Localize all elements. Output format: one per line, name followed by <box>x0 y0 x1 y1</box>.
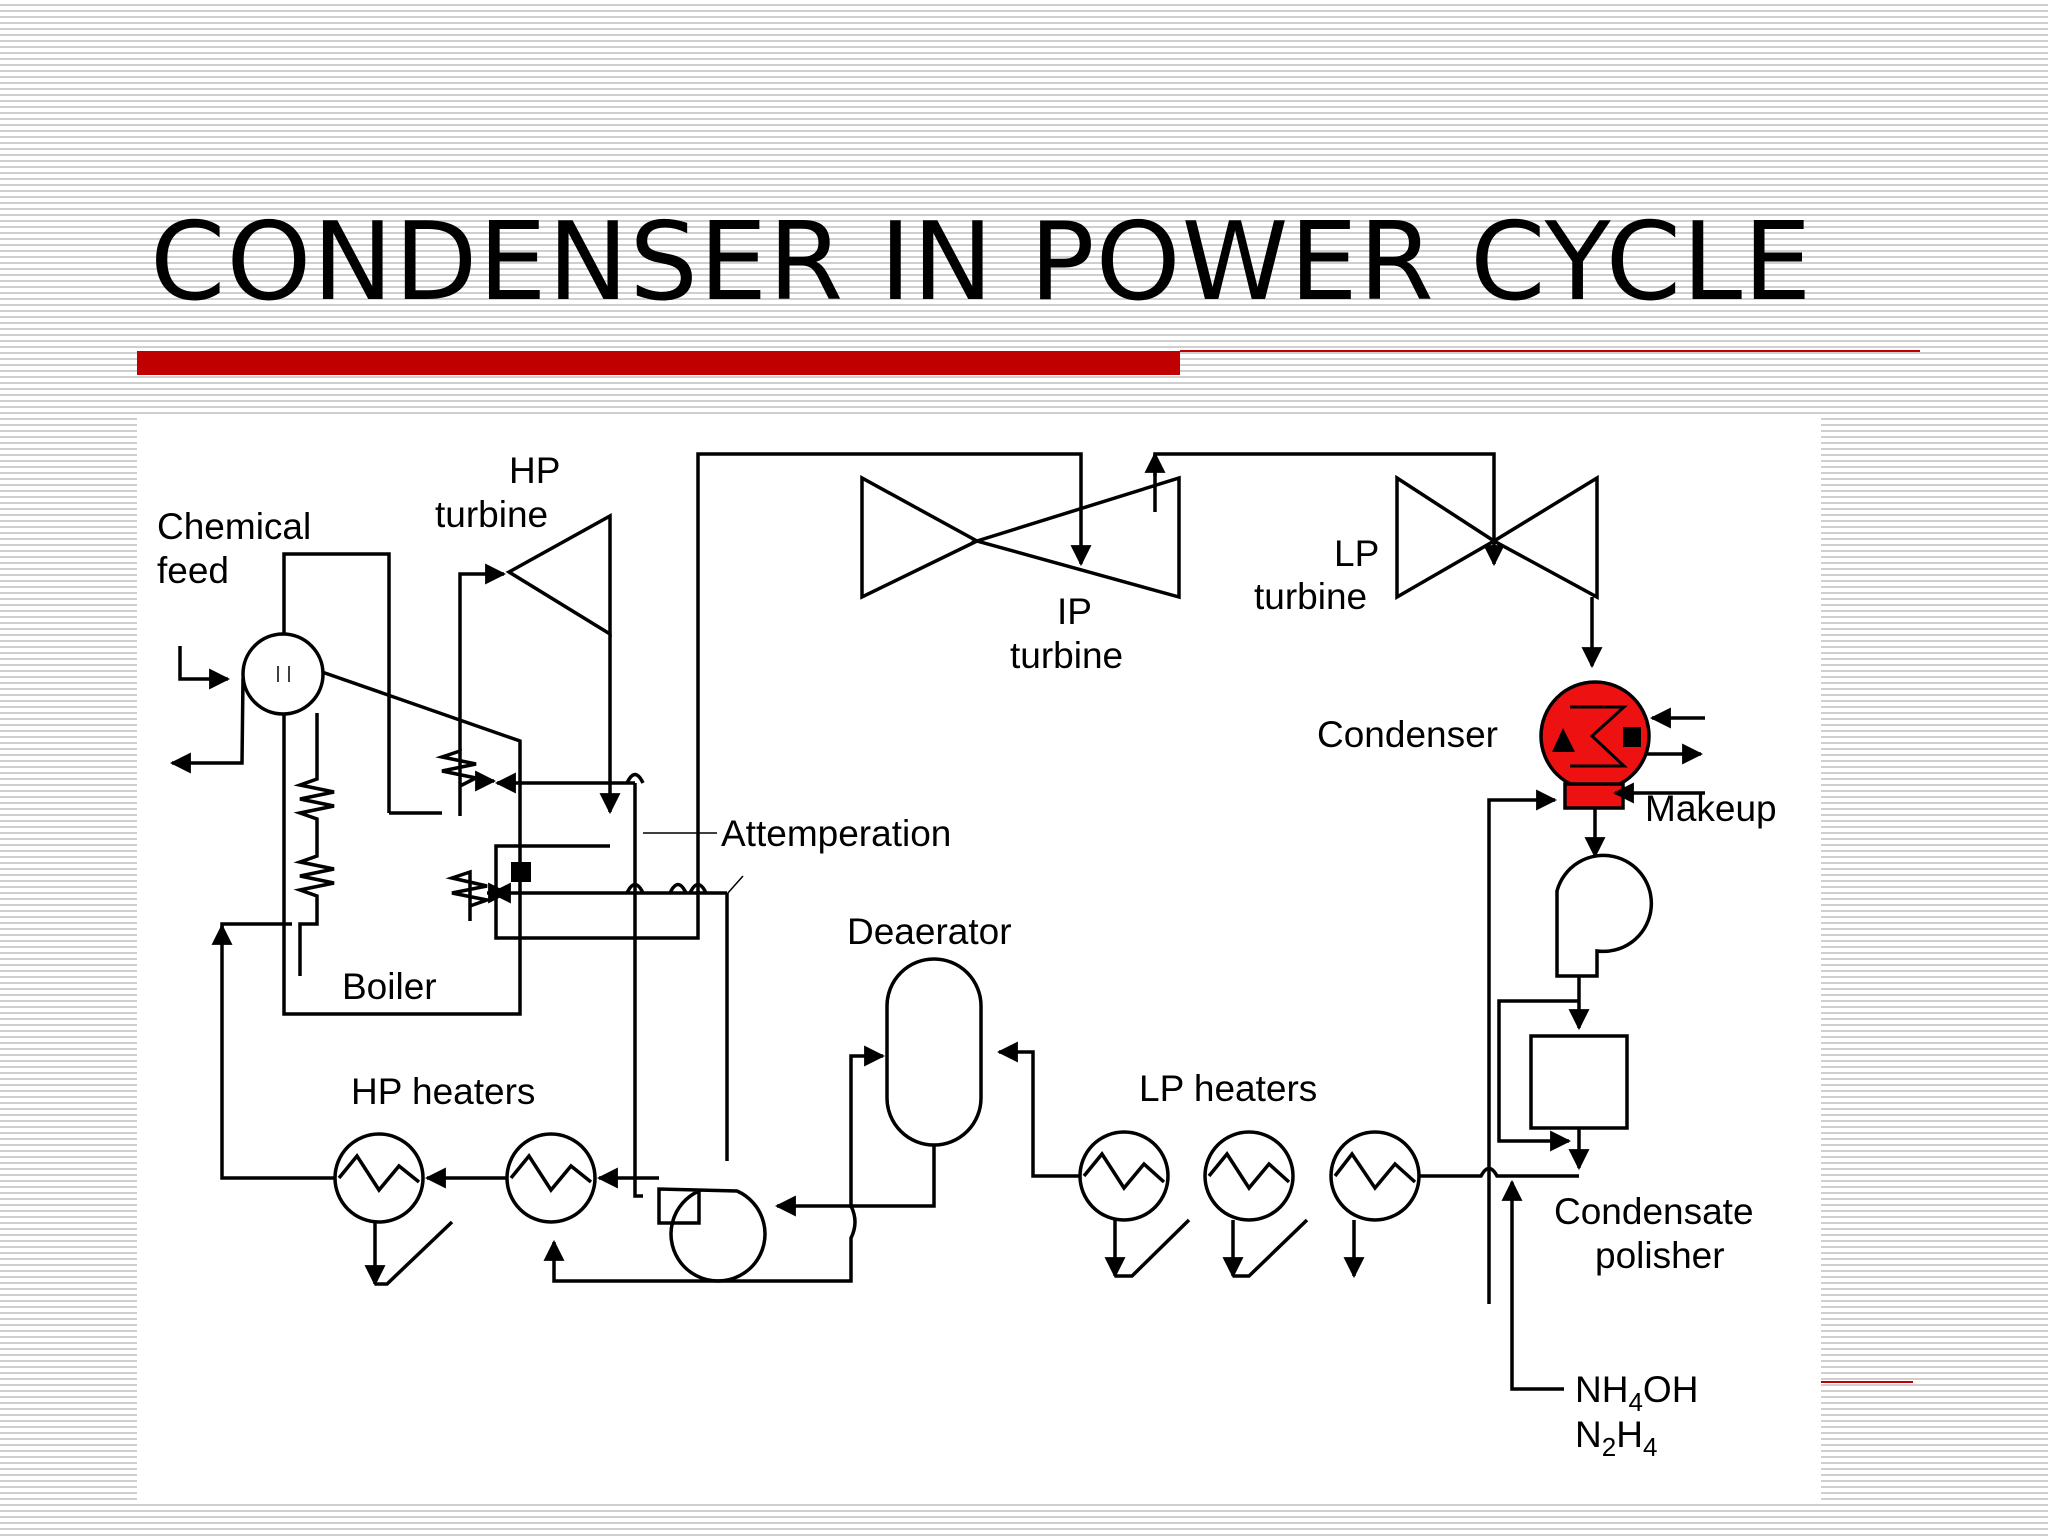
label-ip-turbine-1: IP <box>1057 591 1092 632</box>
lp-drain-cascade <box>1233 1218 1309 1278</box>
deaerator <box>885 957 983 1147</box>
crossover-hump <box>625 772 645 784</box>
boiler-enclosure <box>282 670 522 1016</box>
lp-heater-coil <box>1207 1151 1291 1191</box>
condenser-tube-symbol <box>1570 705 1628 768</box>
polisher-bypass <box>1497 999 1579 1152</box>
label-boiler: Boiler <box>342 966 437 1007</box>
title-underline-thin <box>1180 350 1920 352</box>
label-makeup: Makeup <box>1645 788 1777 829</box>
lp-turbine-right <box>1490 474 1599 600</box>
hp-drain-cascade <box>375 1220 454 1286</box>
blowdown-pipe <box>169 677 245 774</box>
label-hp-turbine-1: HP <box>509 450 560 491</box>
hp-inlet-pipe <box>458 563 507 751</box>
ip-turbine-outline <box>970 475 1181 600</box>
ip-turbine <box>860 475 981 600</box>
condenser-hotwell <box>1563 782 1625 810</box>
boiler-drum-riser <box>282 552 391 813</box>
feedwater-to-boiler <box>220 922 335 1180</box>
reheater-valve <box>511 862 531 882</box>
crossover-hump <box>688 882 708 894</box>
hp-heater-coil <box>509 1153 593 1193</box>
hp-heater-1 <box>505 1132 597 1224</box>
attemperation-riser-1 <box>633 783 643 1198</box>
hp-turbine <box>505 513 612 638</box>
label-chemical: Chemical <box>157 506 311 547</box>
diagram-panel: Chemical feed HP turbine IP turbine LP t… <box>137 416 1821 1501</box>
lp-turbine <box>1395 474 1498 601</box>
label-condensate: Condensate <box>1554 1191 1754 1232</box>
label-lp-turbine-1: LP <box>1334 533 1379 574</box>
condenser-square <box>1623 727 1641 747</box>
chemical-injection-pipe <box>1501 1179 1564 1391</box>
label-ip-turbine-2: turbine <box>1010 635 1123 676</box>
hot-reheat-pipe <box>494 452 1092 940</box>
reheater-coil <box>445 869 494 921</box>
label-polisher: polisher <box>1595 1235 1725 1276</box>
label-feed: feed <box>157 550 229 591</box>
crossover-hump <box>668 882 688 894</box>
boiler-feed-pump <box>657 1187 767 1283</box>
power-cycle-diagram: Chemical feed HP turbine IP turbine LP t… <box>157 450 1777 1462</box>
label-ammonium-hydroxide: NH4OH <box>1575 1369 1698 1417</box>
chemical-feed-pipe <box>178 646 231 690</box>
lp-to-deaerator <box>996 1041 1080 1178</box>
label-condenser: Condenser <box>1317 714 1498 755</box>
label-lp-heaters: LP heaters <box>1139 1068 1317 1109</box>
title-underline-thick <box>137 351 1180 375</box>
condenser-triangle <box>1552 728 1575 752</box>
lp-heater-coil <box>1333 1151 1417 1191</box>
condensate-pump <box>1555 853 1654 978</box>
label-deaerator: Deaerator <box>847 911 1012 952</box>
hp-heater-2 <box>333 1132 425 1224</box>
label-attemperation: Attemperation <box>721 813 951 854</box>
steam-drum <box>241 632 325 716</box>
label-hp-heaters: HP heaters <box>351 1071 535 1112</box>
label-hydrazine: N2H4 <box>1575 1414 1657 1462</box>
superheater-coil <box>435 748 482 816</box>
footer-accent-line <box>1818 1381 1913 1383</box>
lp-heater-2 <box>1203 1130 1295 1222</box>
hp-heater-coil <box>337 1153 421 1193</box>
condensate-polisher <box>1529 1034 1629 1130</box>
deaerator-feed-loop <box>849 1045 936 1208</box>
hp-drain-to-deaerator <box>543 1205 857 1283</box>
main-condensate-line <box>1420 1166 1579 1178</box>
boiler-zigzag-coils <box>293 713 335 976</box>
lp-heater-coil <box>1082 1151 1166 1191</box>
slide-title: CONDENSER IN POWER CYCLE <box>150 200 1813 325</box>
lp-heater-1 <box>1329 1130 1421 1222</box>
drain-return-line <box>1487 789 1558 1304</box>
label-lp-turbine-2: turbine <box>1254 576 1367 617</box>
lp-drain-cascade <box>1115 1218 1191 1278</box>
label-hp-turbine-2: turbine <box>435 494 548 535</box>
